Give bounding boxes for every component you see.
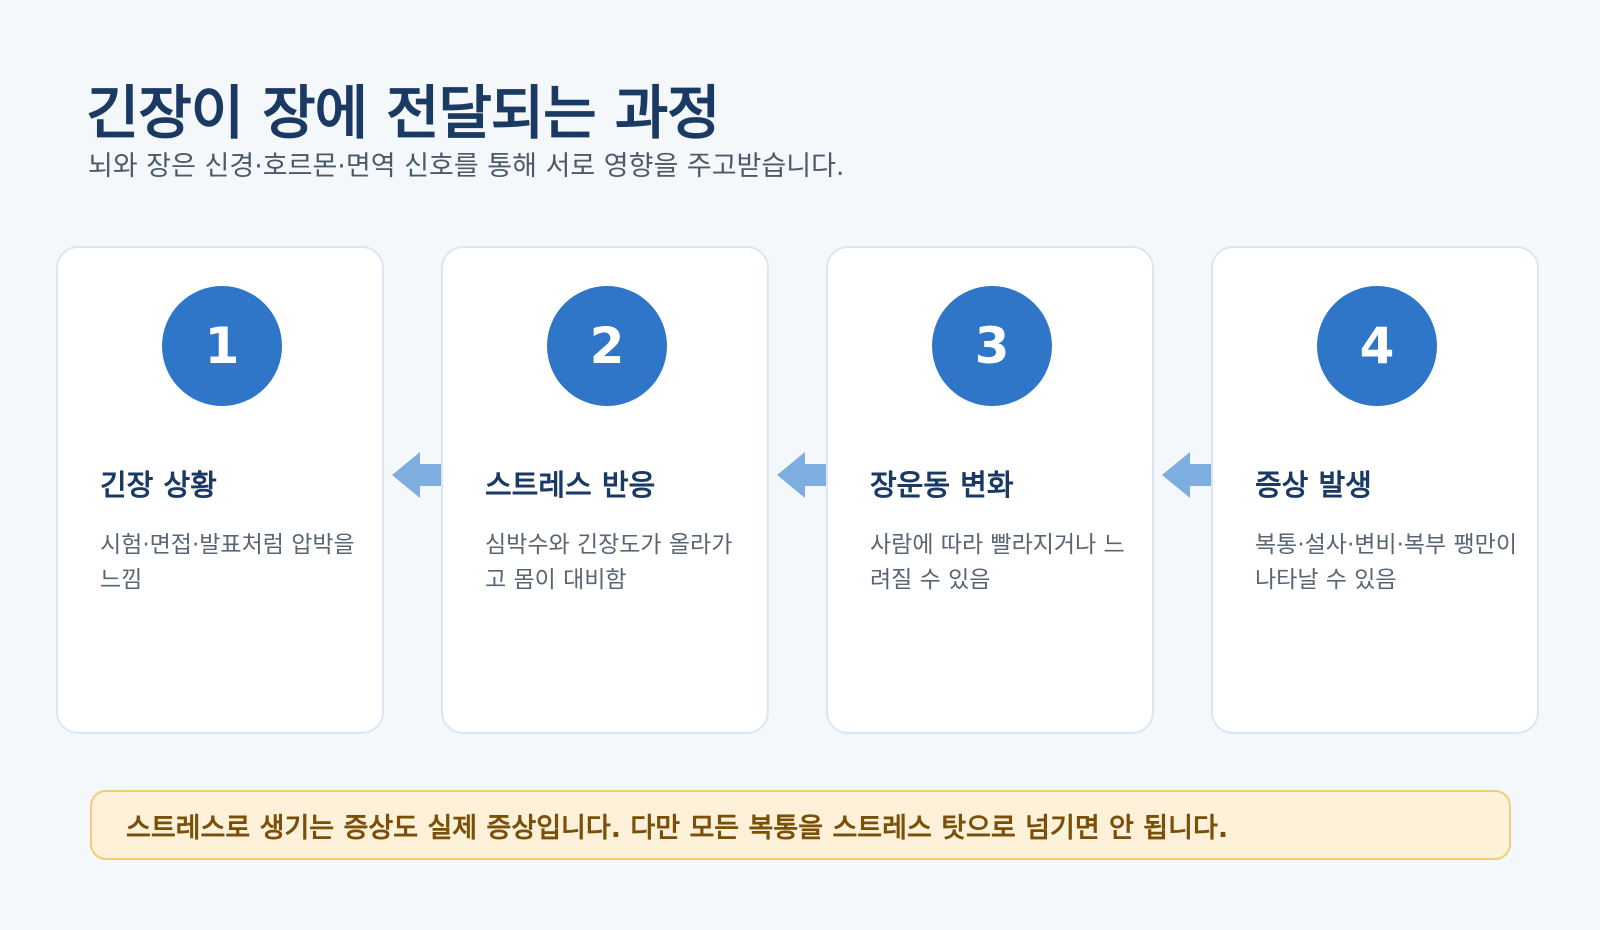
- step-title: 증상 발생: [1255, 468, 1372, 502]
- arrow-left-icon: [392, 452, 442, 498]
- arrow-left-icon: [1162, 452, 1212, 498]
- step-description: 복통·설사·변비·복부 팽만이 나타날 수 있음: [1255, 532, 1518, 593]
- warning-note: 스트레스로 생기는 증상도 실제 증상입니다. 다만 모든 복통을 스트레스 탓…: [90, 790, 1511, 860]
- step-description: 심박수와 긴장도가 올라가고 몸이 대비함: [485, 532, 733, 593]
- step-title: 장운동 변화: [870, 468, 1014, 502]
- step-title: 스트레스 반응: [485, 468, 656, 502]
- arrow-left-icon: [777, 452, 827, 498]
- step-title: 긴장 상황: [100, 468, 217, 502]
- step-number-badge: 2: [547, 286, 667, 406]
- page-title: 긴장이 장에 전달되는 과정: [86, 79, 721, 147]
- step-description: 사람에 따라 빨라지거나 느려질 수 있음: [870, 532, 1125, 593]
- step-card-1: 1 긴장 상황 시험·면접·발표처럼 압박을 느낌: [56, 246, 384, 734]
- step-card-4: 4 증상 발생 복통·설사·변비·복부 팽만이 나타날 수 있음: [1211, 246, 1539, 734]
- step-card-2: 2 스트레스 반응 심박수와 긴장도가 올라가고 몸이 대비함: [441, 246, 769, 734]
- warning-note-text: 스트레스로 생기는 증상도 실제 증상입니다. 다만 모든 복통을 스트레스 탓…: [126, 812, 1229, 844]
- step-number-badge: 3: [932, 286, 1052, 406]
- step-description: 시험·면접·발표처럼 압박을 느낌: [100, 532, 355, 593]
- step-card-3: 3 장운동 변화 사람에 따라 빨라지거나 느려질 수 있음: [826, 246, 1154, 734]
- page-subtitle: 뇌와 장은 신경·호르몬·면역 신호를 통해 서로 영향을 주고받습니다.: [88, 151, 845, 182]
- step-number-badge: 1: [162, 286, 282, 406]
- step-number-badge: 4: [1317, 286, 1437, 406]
